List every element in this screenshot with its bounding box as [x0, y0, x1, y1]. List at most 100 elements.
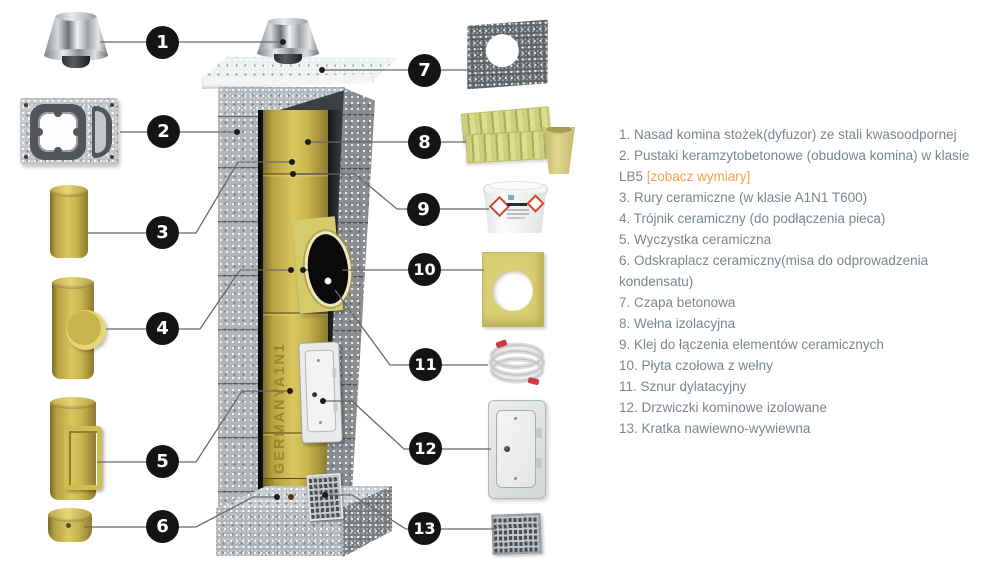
- door-screw: [316, 359, 320, 363]
- legend-item-number: 13.: [619, 421, 638, 436]
- block-vent-channel: [92, 106, 112, 158]
- block-corner-hole: [110, 103, 114, 107]
- installed-chimney-door: [298, 341, 343, 444]
- cleanout-opening-frame: [64, 426, 102, 490]
- legend-item-text: Czapa betonowa: [634, 295, 736, 310]
- legend-item-number: 8.: [619, 316, 631, 331]
- label-text-line: [507, 209, 529, 211]
- part-chimney-door: [488, 400, 546, 499]
- block-main-flue-hole: [30, 104, 86, 160]
- legend-item-number: 7.: [619, 295, 631, 310]
- block-corner-hole: [24, 155, 28, 159]
- cap-top-opening: [268, 18, 308, 26]
- part-wool-front-plate: [482, 252, 544, 327]
- installed-chimney-cap: [257, 18, 319, 64]
- cap-top-opening: [55, 12, 97, 21]
- legend-item-8: 8. Wełna izolacyjna: [619, 313, 995, 334]
- legend-item-number: 4.: [619, 211, 631, 226]
- pipe-joint-seam: [263, 173, 328, 175]
- legend-item-10: 10. Płyta czołowa z wełny: [619, 355, 995, 376]
- legend-item-text: Kratka nawiewno-wywiewna: [641, 421, 811, 436]
- legend-item-text: Odskraplacz ceramiczny(misa do odprowadz…: [619, 253, 929, 289]
- callout-3: 3: [146, 216, 179, 249]
- legend-item-number: 12.: [619, 400, 638, 415]
- cap-cone: [257, 20, 319, 54]
- label-text-line: [507, 217, 525, 219]
- flue-lobe: [54, 147, 62, 155]
- pipe-joint-seam: [263, 312, 328, 314]
- legend-item-4: 4. Trójnik ceramiczny (do podłączenia pi…: [619, 208, 995, 229]
- part-concrete-cap-plate: [465, 20, 550, 90]
- pipe-top-rim: [50, 185, 88, 197]
- door-screw: [514, 477, 517, 480]
- legend-item-text: Klej do łączenia elementów ceramicznych: [634, 337, 884, 352]
- legend-item-12: 12. Drzwiczki kominowe izolowane: [619, 397, 995, 418]
- callout-1: 1: [146, 26, 179, 59]
- block-corner-hole: [110, 155, 114, 159]
- pipe-joint-seam: [263, 432, 328, 434]
- cord-red-end: [527, 377, 540, 386]
- part-dilatation-cord: [488, 339, 546, 386]
- legend-item-3: 3. Rury ceramiczne (w klasie A1N1 T600): [619, 187, 995, 208]
- legend-item-1: 1. Nasad komina stożek(dyfuzor) ze stali…: [619, 124, 995, 145]
- legend-item-number: 9.: [619, 337, 631, 352]
- parts-legend: 1. Nasad komina stożek(dyfuzor) ze stali…: [619, 124, 995, 439]
- cap-neck: [61, 55, 91, 68]
- door-screw: [514, 417, 517, 420]
- legend-item-5: 5. Wyczystka ceramiczna: [619, 229, 995, 250]
- vent-channel-inner: [95, 111, 106, 153]
- bowl-drain-hole: [66, 523, 71, 528]
- pipe-top-rim: [50, 397, 96, 409]
- cap-neck: [274, 53, 302, 64]
- label-product-name: [507, 203, 527, 206]
- flue-lobe: [54, 109, 62, 117]
- block-wall-left: [218, 87, 263, 510]
- wool-sleeve-opening: [544, 127, 574, 135]
- callout-5: 5: [146, 445, 179, 478]
- legend-item-text: Wełna izolacyjna: [634, 316, 736, 331]
- bucket-lid-top: [489, 181, 543, 190]
- legend-item-text: Nasad komina stożek(dyfuzor) ze stali kw…: [634, 127, 957, 142]
- tee-branch-opening: [66, 310, 106, 350]
- wool-plate-hole: [492, 270, 533, 311]
- label-color-chip: [508, 195, 514, 200]
- part-chimney-cap: [44, 12, 108, 68]
- callout-4: 4: [146, 312, 179, 345]
- legend-item-number: 10.: [619, 358, 638, 373]
- legend-item-number: 3.: [619, 190, 631, 205]
- callout-6: 6: [146, 510, 179, 543]
- flue-lobe: [35, 128, 43, 136]
- callout-2: 2: [147, 115, 180, 148]
- legend-item-text: Drzwiczki kominowe izolowane: [641, 400, 827, 415]
- legend-item-number: 6.: [619, 253, 631, 268]
- part-insulation-wool: [460, 105, 580, 177]
- legend-item-text: Sznur dylatacyjny: [640, 379, 747, 394]
- legend-item-7: 7. Czapa betonowa: [619, 292, 995, 313]
- callout-8: 8: [408, 126, 441, 159]
- legend-item-2: 2. Pustaki keramzytobetonowe (obudowa ko…: [619, 145, 995, 187]
- cap-rim: [257, 48, 319, 59]
- installed-air-grille: [306, 472, 344, 522]
- legend-item-number: 1.: [619, 127, 631, 142]
- concrete-cap-top: [202, 57, 398, 79]
- part-ceramic-pipe: [50, 185, 88, 258]
- callout-9: 9: [407, 193, 440, 226]
- legend-item-text: Płyta czołowa z wełny: [641, 358, 773, 373]
- cap-rim: [44, 48, 108, 62]
- part-ceramic-cleanout: [50, 397, 102, 500]
- legend-item-text: Trójnik ceramiczny (do podłączenia pieca…: [633, 211, 886, 226]
- part-glue-bucket: [483, 181, 548, 234]
- callout-12: 12: [409, 432, 442, 465]
- legend-item-number: 11.: [619, 379, 637, 394]
- door-hinge: [536, 458, 542, 468]
- label-text-line: [507, 213, 529, 215]
- callout-11: 11: [409, 348, 442, 381]
- wool-slab: [465, 129, 557, 164]
- pipe-brand-label: GERMANYA1N1: [272, 342, 288, 474]
- pipe-top-rim: [52, 277, 94, 289]
- zobacz-wymiary-link[interactable]: [zobacz wymiary]: [646, 169, 751, 184]
- legend-item-9: 9. Klej do łączenia elementów ceramiczny…: [619, 334, 995, 355]
- part-air-grille: [491, 513, 542, 555]
- legend-item-text: Pustaki keramzytobetonowe (obudowa komin…: [619, 148, 970, 184]
- legend-item-number: 2.: [619, 148, 631, 163]
